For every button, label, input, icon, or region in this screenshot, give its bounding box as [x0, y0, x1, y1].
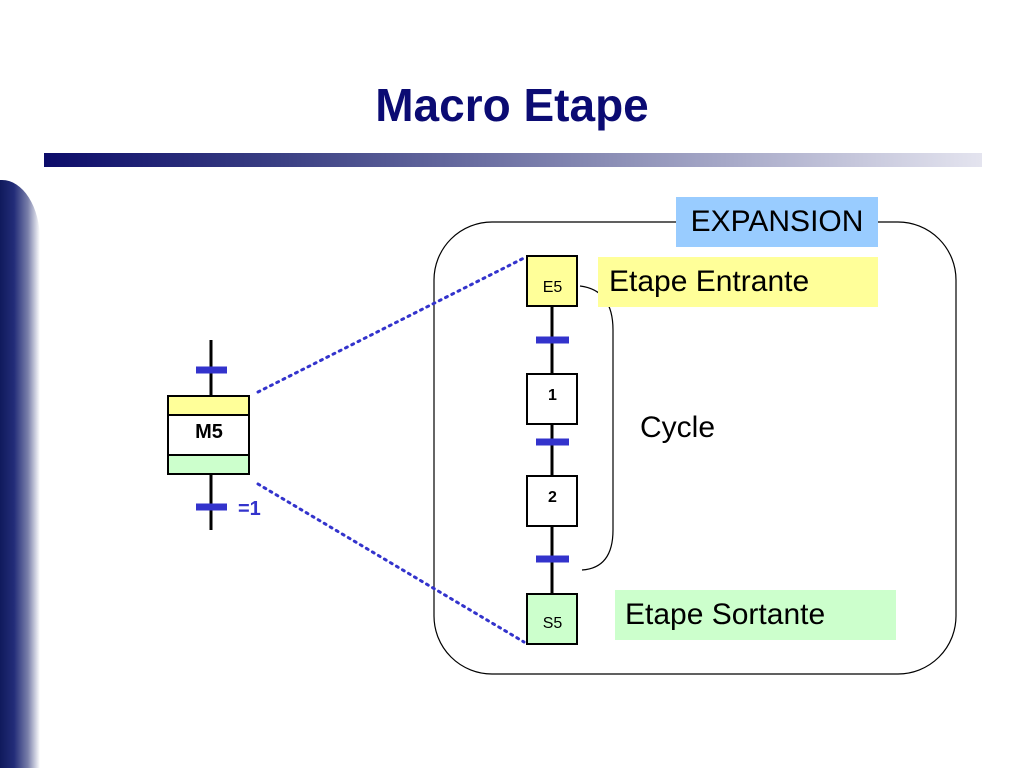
cycle-bracket: [579, 285, 614, 571]
step-box-1: [526, 373, 578, 425]
page-title: Macro Etape: [375, 79, 649, 131]
cycle-label: Cycle: [640, 411, 716, 444]
macro-step-name: M5: [195, 421, 223, 443]
step-box-e5: [526, 255, 578, 307]
dotted-connector-top: [256, 256, 526, 394]
entry-step-label: Etape Entrante: [598, 257, 878, 307]
step-box-2: [526, 475, 578, 527]
step-label-2: 2: [548, 489, 557, 506]
step-label-s5: S5: [542, 615, 563, 632]
title-underline-bar: [44, 153, 982, 167]
left-accent-decoration: [0, 180, 40, 768]
step-label-e5: E5: [542, 279, 563, 296]
macro-step-entry-band: [169, 397, 248, 415]
macro-step-exit-band: [169, 455, 248, 473]
step-label-1: 1: [548, 387, 557, 404]
macro-receptivity-label: =1: [238, 498, 261, 520]
exit-step-label: Etape Sortante: [615, 590, 896, 640]
step-box-s5: [526, 593, 578, 645]
expansion-label: EXPANSION: [676, 197, 878, 247]
dotted-connector-bottom: [256, 482, 526, 644]
